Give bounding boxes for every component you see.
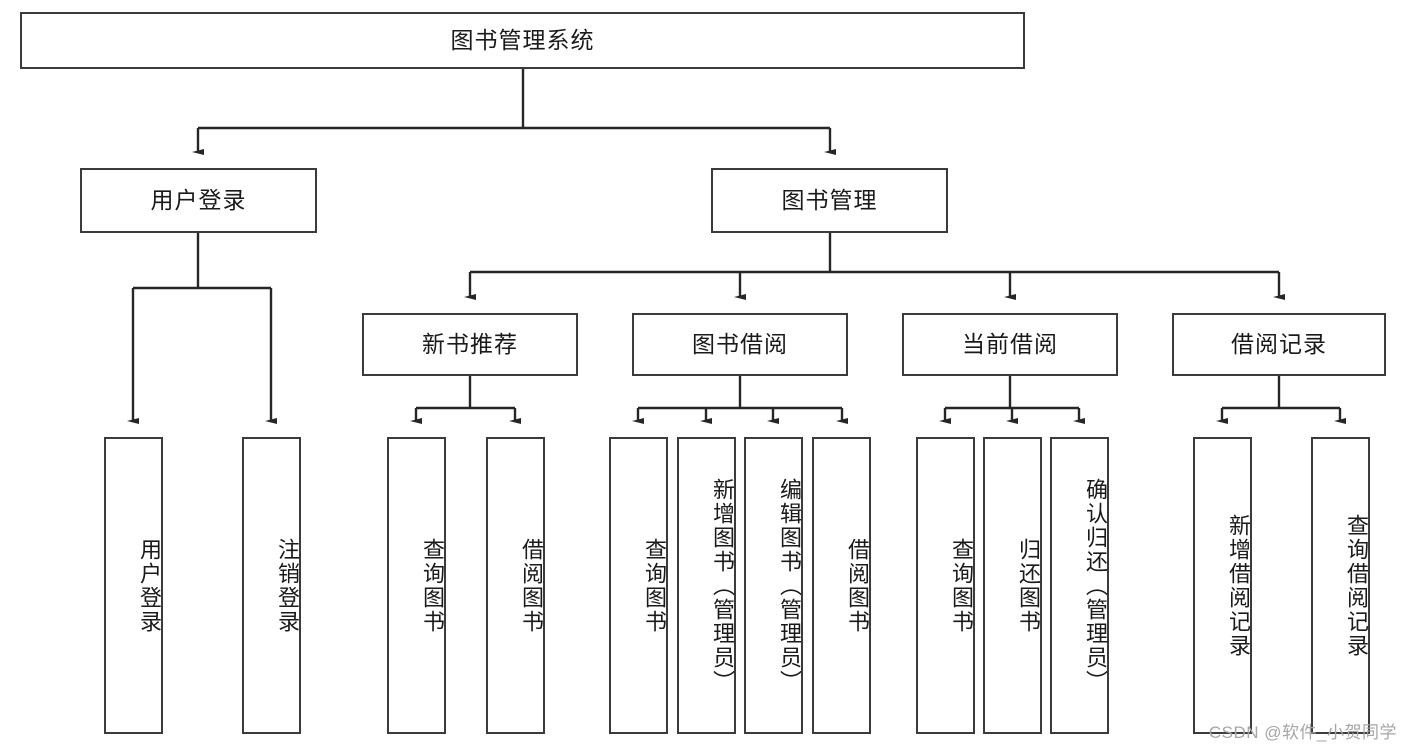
node-user-login[interactable]: 用户登录 xyxy=(80,168,317,233)
node-label: 归还图书 xyxy=(1016,537,1041,634)
csdn-watermark: CSDN @软件_小贺同学 xyxy=(1208,723,1397,742)
node-borrow-record[interactable]: 借阅记录 xyxy=(1172,313,1386,376)
node-label: 注销登录 xyxy=(275,537,300,634)
node-label: 借阅记录 xyxy=(1231,331,1327,357)
node-label: 确认归还（管理员） xyxy=(1083,477,1108,694)
leaf-edit-book-admin[interactable]: 编辑图书（管理员） xyxy=(744,437,803,734)
node-label: 新书推荐 xyxy=(422,331,518,357)
leaf-borrow-book[interactable]: 借阅图书 xyxy=(812,437,871,734)
leaf-query-book-new-rec[interactable]: 查询图书 xyxy=(387,437,446,734)
node-book-management-system[interactable]: 图书管理系统 xyxy=(20,12,1025,69)
node-label: 用户登录 xyxy=(150,187,247,213)
node-label: 查询图书 xyxy=(949,537,974,634)
leaf-query-book-borrow[interactable]: 查询图书 xyxy=(609,437,668,734)
node-label: 用户登录 xyxy=(137,537,162,634)
leaf-logout[interactable]: 注销登录 xyxy=(242,437,301,734)
leaf-user-login[interactable]: 用户登录 xyxy=(104,437,163,734)
node-label: 借阅图书 xyxy=(845,537,870,634)
node-label: 查询图书 xyxy=(642,537,667,634)
node-label: 查询图书 xyxy=(420,537,445,634)
node-label: 图书管理 xyxy=(781,187,878,213)
leaf-return-book[interactable]: 归还图书 xyxy=(983,437,1042,734)
leaf-add-borrow-record[interactable]: 新增借阅记录 xyxy=(1193,437,1252,734)
node-current-borrow[interactable]: 当前借阅 xyxy=(902,313,1118,376)
leaf-query-borrow-record[interactable]: 查询借阅记录 xyxy=(1311,437,1370,734)
node-label: 借阅图书 xyxy=(519,537,544,634)
node-label: 查询借阅记录 xyxy=(1344,513,1369,658)
node-label: 图书借阅 xyxy=(692,331,788,357)
node-book-borrow[interactable]: 图书借阅 xyxy=(632,313,848,376)
node-new-book-recommend[interactable]: 新书推荐 xyxy=(362,313,578,376)
node-label: 新增借阅记录 xyxy=(1226,513,1251,658)
node-book-management[interactable]: 图书管理 xyxy=(711,168,948,233)
node-label: 编辑图书（管理员） xyxy=(777,477,802,694)
node-label: 新增图书（管理员） xyxy=(710,477,735,694)
node-label: 图书管理系统 xyxy=(450,27,595,53)
leaf-add-book-admin[interactable]: 新增图书（管理员） xyxy=(677,437,736,734)
leaf-query-book-current[interactable]: 查询图书 xyxy=(916,437,975,734)
leaf-confirm-return-admin[interactable]: 确认归还（管理员） xyxy=(1050,437,1109,734)
node-label: 当前借阅 xyxy=(962,331,1058,357)
leaf-borrow-book-new-rec[interactable]: 借阅图书 xyxy=(486,437,545,734)
